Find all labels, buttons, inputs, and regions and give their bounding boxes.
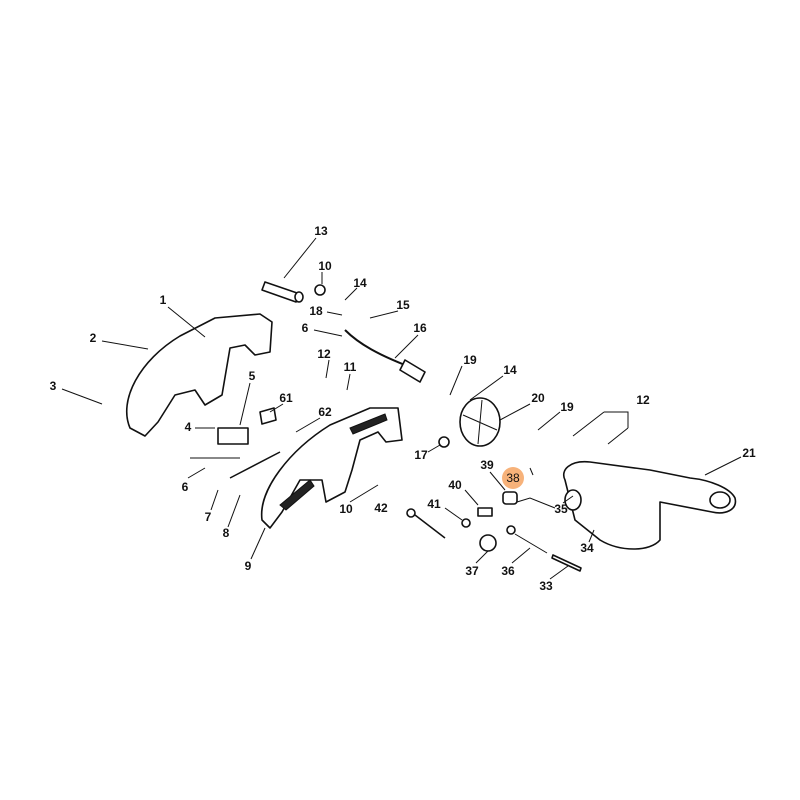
part-17	[438, 436, 450, 448]
callout-19[interactable]: 19	[560, 400, 574, 414]
part-tube-end	[294, 291, 304, 303]
parts-drawing	[125, 281, 737, 572]
part-42-rod	[414, 514, 446, 539]
callout-21[interactable]: 21	[742, 446, 756, 460]
part-switch-5	[217, 427, 249, 445]
callout-40[interactable]: 40	[448, 478, 462, 492]
callout-1[interactable]: 1	[160, 293, 167, 307]
part-36-shaft	[514, 533, 548, 554]
part-vent-slot	[279, 479, 315, 511]
callout-13[interactable]: 13	[314, 224, 328, 238]
part-housing-opening	[709, 491, 731, 509]
callout-12[interactable]: 12	[317, 347, 331, 361]
callout-41[interactable]: 41	[427, 497, 441, 511]
part-39	[502, 491, 518, 505]
callout-39[interactable]: 39	[480, 458, 494, 472]
callout-6[interactable]: 6	[302, 321, 309, 335]
callout-9[interactable]: 9	[245, 559, 252, 573]
callout-20[interactable]: 20	[531, 391, 545, 405]
callout-16[interactable]: 16	[413, 321, 427, 335]
part-nut-10	[314, 284, 326, 296]
callout-42[interactable]: 42	[374, 501, 388, 515]
part-41	[461, 518, 471, 528]
callout-35[interactable]: 35	[554, 502, 568, 516]
callout-38[interactable]: 38	[506, 471, 520, 485]
callout-17[interactable]: 17	[414, 448, 428, 462]
callout-10[interactable]: 10	[339, 502, 353, 516]
part-handle-housing-9	[260, 407, 403, 529]
callout-62[interactable]: 62	[318, 405, 332, 419]
callout-6[interactable]: 6	[182, 480, 189, 494]
part-tube-13	[261, 281, 301, 303]
callout-2[interactable]: 2	[90, 331, 97, 345]
part-handle-housing-1	[125, 313, 273, 437]
part-motor-housing-21	[563, 460, 737, 550]
leader-lines	[61, 237, 742, 580]
part-vent-slot	[349, 413, 388, 435]
callout-36[interactable]: 36	[501, 564, 515, 578]
callout-10[interactable]: 10	[318, 259, 332, 273]
part-40	[477, 507, 493, 517]
part-plug-16	[399, 359, 426, 383]
callout-15[interactable]: 15	[396, 298, 410, 312]
part-power-cord-16	[344, 329, 406, 366]
callout-61[interactable]: 61	[279, 391, 293, 405]
callout-8[interactable]: 8	[223, 526, 230, 540]
part-housing-bore	[564, 489, 582, 511]
callout-4[interactable]: 4	[185, 420, 192, 434]
highlight-circle[interactable]	[502, 467, 524, 489]
part-37-washer	[479, 534, 497, 552]
callout-14[interactable]: 14	[353, 276, 367, 290]
part-36-ring	[506, 525, 516, 535]
callout-34[interactable]: 34	[580, 541, 594, 555]
callout-19[interactable]: 19	[463, 353, 477, 367]
callout-11[interactable]: 11	[344, 360, 357, 374]
part-wire	[229, 451, 281, 479]
callout-5[interactable]: 5	[249, 369, 256, 383]
callout-37[interactable]: 37	[465, 564, 479, 578]
callout-12[interactable]: 12	[636, 393, 650, 407]
callout-14[interactable]: 14	[503, 363, 517, 377]
part-plate-cross	[477, 399, 483, 445]
part-33-pin	[551, 554, 582, 572]
part-part-61	[259, 407, 277, 425]
callout-3[interactable]: 3	[50, 379, 57, 393]
callout-18[interactable]: 18	[309, 304, 323, 318]
part-42-ring	[406, 508, 416, 518]
callout-33[interactable]: 33	[539, 579, 553, 593]
callout-7[interactable]: 7	[205, 510, 212, 524]
